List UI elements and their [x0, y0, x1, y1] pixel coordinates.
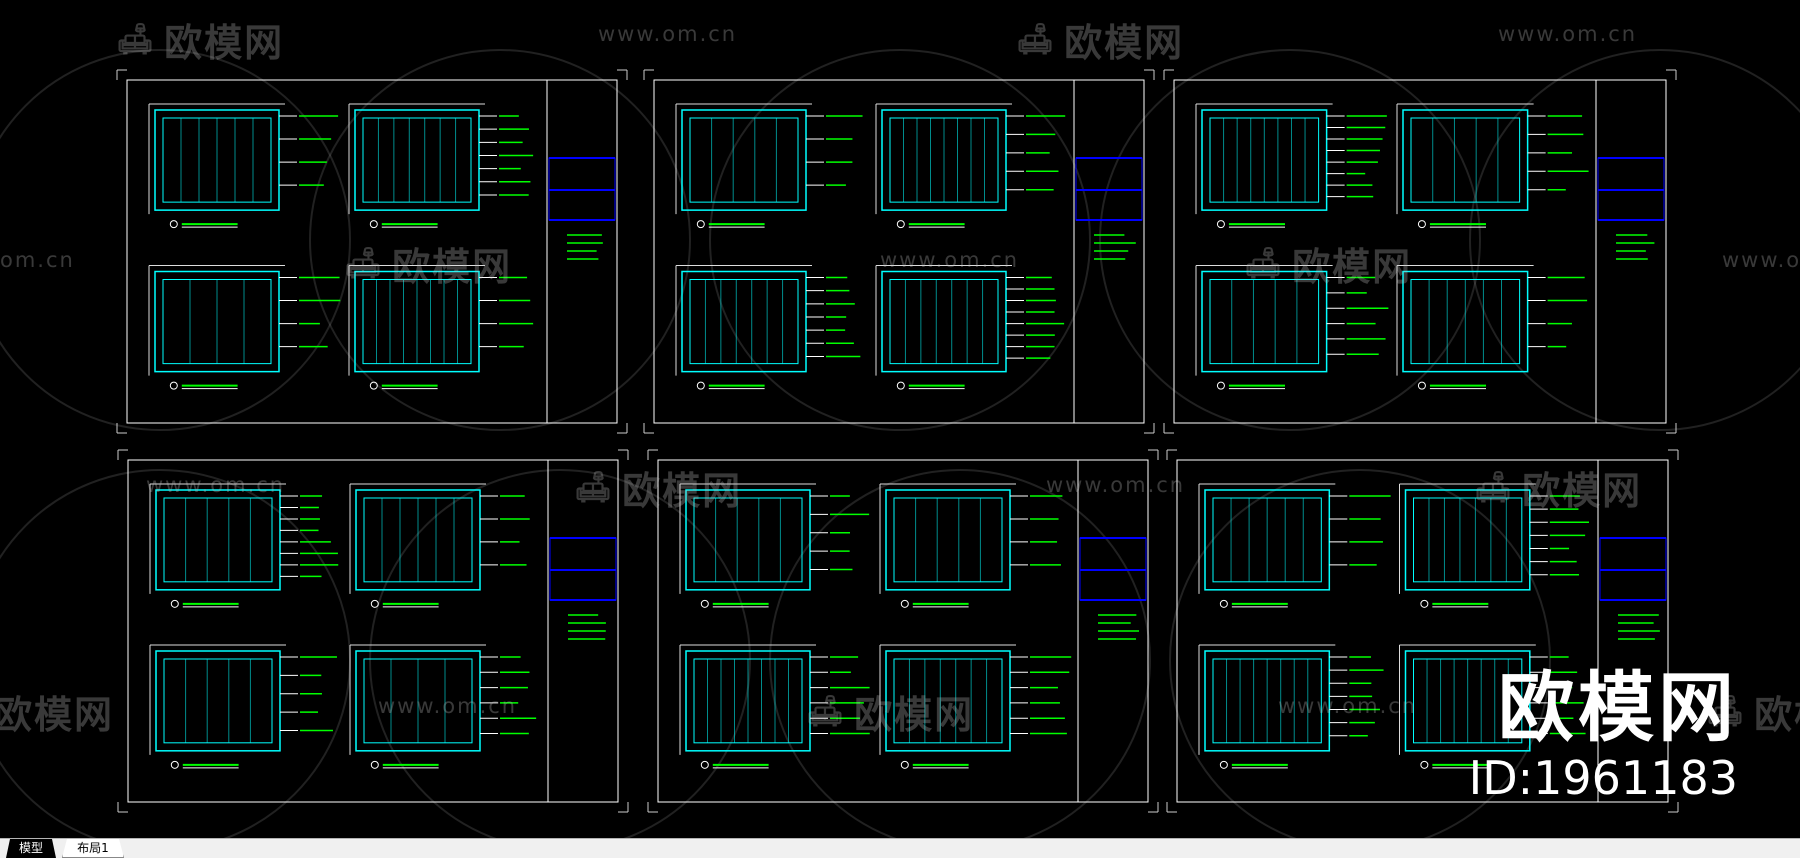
detail-marker: [1216, 381, 1225, 390]
detail-outline: [1204, 489, 1331, 591]
tab-model[interactable]: 模型: [6, 839, 56, 858]
detail-marker: [1417, 381, 1426, 390]
sheet-frame: [1173, 79, 1667, 424]
detail-marker: [1219, 599, 1228, 608]
detail-outline: [154, 109, 280, 211]
detail-marker: [696, 381, 705, 390]
detail-inner: [163, 497, 273, 583]
detail-inner: [362, 117, 472, 203]
detail-outline: [155, 650, 281, 752]
sheet-frame: [126, 79, 618, 424]
detail-inner: [163, 658, 273, 744]
detail-marker: [700, 599, 709, 608]
tab-layout-1[interactable]: 布局1: [62, 839, 124, 858]
watermark-circle: [1099, 49, 1481, 431]
detail-outline: [1201, 270, 1328, 373]
detail-outline: [155, 489, 281, 591]
detail-inner: [893, 497, 1003, 583]
detail-outline: [1404, 489, 1531, 591]
detail-marker: [169, 220, 178, 229]
watermark-circle: [369, 469, 751, 838]
sheet-frame: [1176, 459, 1669, 803]
detail-inner: [893, 658, 1003, 744]
detail-marker: [369, 220, 378, 229]
detail-marker: [1417, 220, 1426, 229]
detail-marker: [1420, 599, 1429, 608]
detail-outline: [1404, 650, 1531, 752]
watermark-circle: [769, 469, 1151, 838]
detail-inner: [693, 497, 803, 583]
detail-outline: [354, 270, 480, 373]
model-space-canvas[interactable]: www.om.cn www.om.cn om.cn www.om.cn www.…: [0, 0, 1800, 838]
detail-outline: [355, 489, 481, 591]
sheet-frame: [653, 79, 1145, 424]
detail-marker: [370, 760, 379, 769]
detail-marker: [896, 381, 905, 390]
detail-marker: [369, 381, 378, 390]
detail-marker: [896, 220, 905, 229]
title-block-box: [1597, 157, 1665, 221]
layout-tab-bar: 模型 布局1: [0, 838, 1800, 858]
detail-outline: [354, 109, 480, 211]
watermark-circle: [1469, 49, 1800, 431]
detail-marker: [170, 760, 179, 769]
detail-outline: [681, 270, 807, 373]
detail-outline: [685, 489, 811, 591]
detail-marker: [1216, 220, 1225, 229]
detail-marker: [169, 381, 178, 390]
detail-outline: [881, 270, 1007, 373]
watermark-circle: [709, 49, 1091, 431]
detail-inner: [1209, 279, 1320, 365]
detail-outline: [1204, 650, 1331, 752]
sheet-frame: [127, 459, 619, 803]
detail-outline: [1402, 270, 1529, 373]
detail-outline: [885, 489, 1011, 591]
watermark-circle: [1169, 469, 1551, 838]
detail-marker: [900, 599, 909, 608]
detail-outline: [1201, 109, 1328, 211]
detail-marker: [1420, 760, 1429, 769]
detail-marker: [170, 599, 179, 608]
detail-outline: [885, 650, 1011, 752]
detail-marker: [696, 220, 705, 229]
detail-inner: [1413, 497, 1523, 583]
title-block-box: [1599, 537, 1667, 601]
title-block-box: [1075, 157, 1143, 221]
model-id-label: ID:1961183: [1468, 751, 1738, 805]
detail-marker: [370, 599, 379, 608]
title-block-box: [549, 537, 617, 601]
watermark-circle: [309, 49, 691, 431]
detail-marker: [900, 760, 909, 769]
detail-outline: [355, 650, 481, 752]
detail-outline: [1402, 109, 1529, 211]
detail-outline: [881, 109, 1007, 211]
detail-outline: [681, 109, 807, 211]
detail-inner: [1410, 117, 1521, 203]
brand-logo-text: 欧模网: [1498, 663, 1738, 752]
title-block-box: [548, 157, 616, 221]
cad-drawing: [0, 49, 1800, 838]
detail-inner: [689, 279, 799, 365]
detail-outline: [685, 650, 811, 752]
sheet-frame: [657, 459, 1149, 803]
title-block-box: [1079, 537, 1147, 601]
detail-marker: [1219, 760, 1228, 769]
detail-outline: [154, 270, 280, 373]
detail-inner: [889, 279, 999, 365]
watermark-circle: [0, 469, 351, 838]
detail-inner: [689, 117, 799, 203]
watermark-circle: [0, 49, 351, 431]
detail-marker: [700, 760, 709, 769]
